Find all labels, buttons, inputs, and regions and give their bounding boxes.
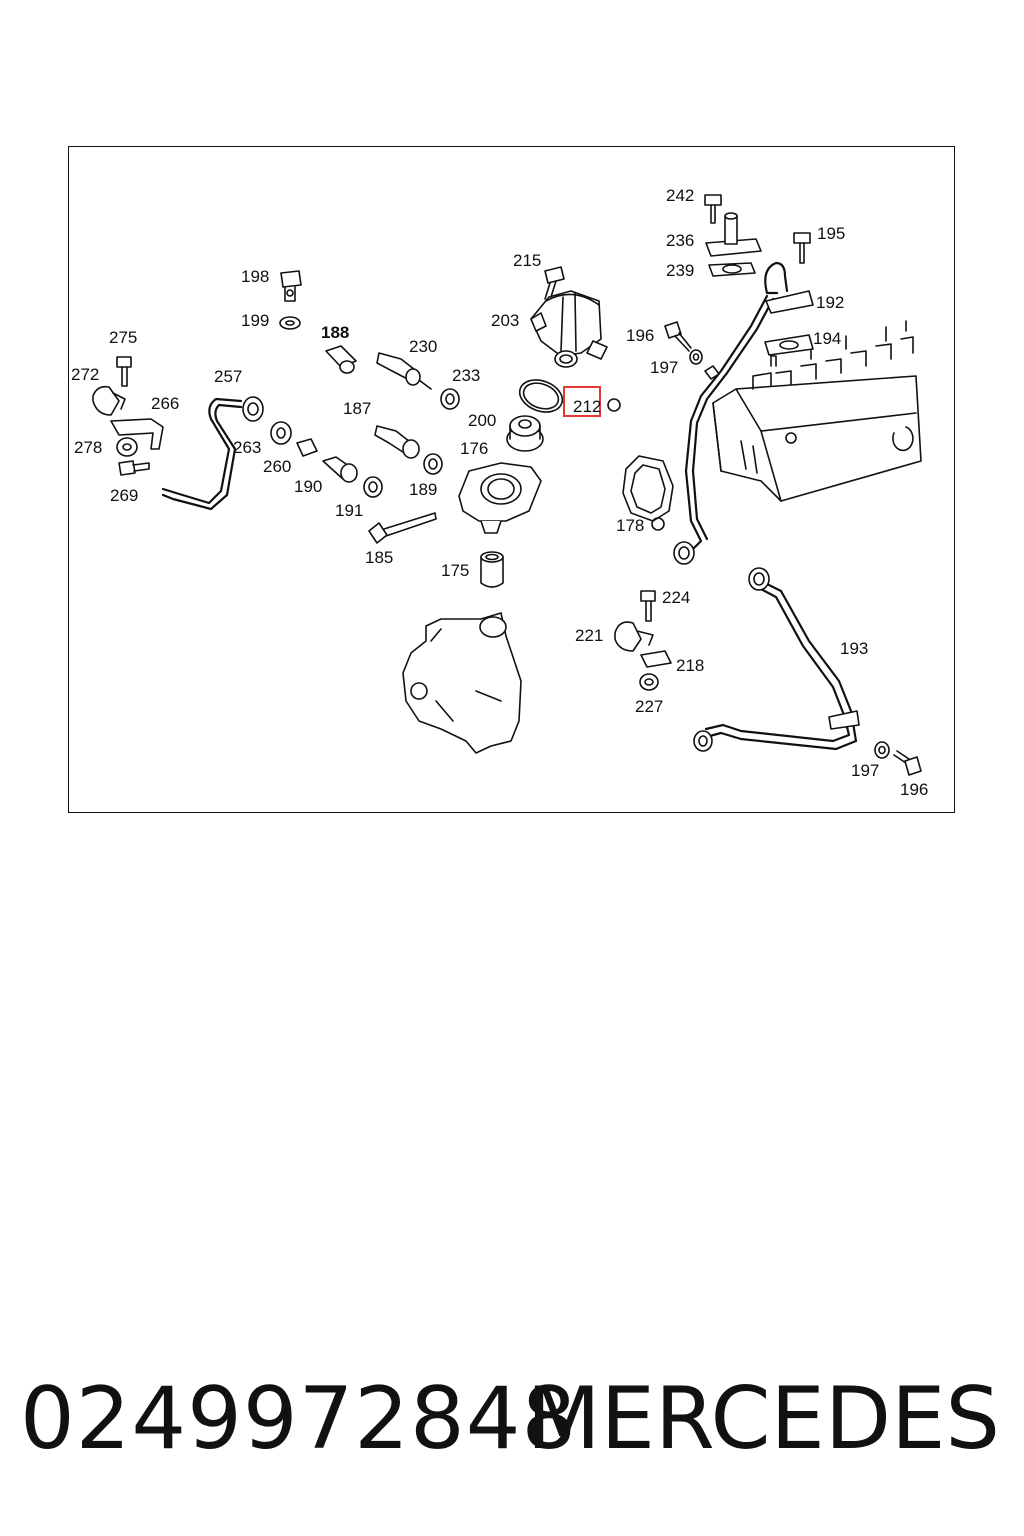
fuel-line-192-drawing (673, 261, 814, 565)
label-185: 185 (365, 548, 393, 567)
label-218: 218 (676, 656, 704, 675)
fuel-line-193-drawing (693, 567, 922, 776)
pump-housing-drawing (402, 612, 522, 754)
highlight-box-212 (563, 386, 601, 417)
label-278: 278 (74, 438, 102, 457)
label-178: 178 (616, 516, 644, 535)
label-191: 191 (335, 501, 363, 520)
label-187: 187 (343, 399, 371, 418)
label-221: 221 (575, 626, 603, 645)
label-224: 224 (662, 588, 690, 607)
fuel-line-257-drawing (161, 396, 264, 511)
label-193: 193 (840, 639, 868, 658)
exploded-parts-diagram: 242 236 239 195 192 215 203 196 194 197 … (71, 186, 928, 799)
label-257: 257 (214, 367, 242, 386)
label-198: 198 (241, 267, 269, 286)
label-175: 175 (441, 561, 469, 580)
label-260: 260 (263, 457, 291, 476)
label-176: 176 (460, 439, 488, 458)
label-203: 203 (491, 311, 519, 330)
cylinder-head-drawing (712, 320, 922, 502)
brand-text: MERCEDES (526, 1369, 1000, 1469)
label-199: 199 (241, 311, 269, 330)
label-212-highlighted: 212 (573, 397, 601, 416)
label-190: 190 (294, 477, 322, 496)
label-197-upper: 197 (650, 358, 678, 377)
label-236: 236 (666, 231, 694, 250)
label-272: 272 (71, 365, 99, 384)
label-194: 194 (813, 329, 841, 348)
label-227: 227 (635, 697, 663, 716)
label-230: 230 (409, 337, 437, 356)
clamp-assembly-right-drawing (614, 590, 672, 691)
label-196-upper: 196 (626, 326, 654, 345)
housing-176-drawing (458, 462, 542, 534)
label-269: 269 (110, 486, 138, 505)
flange-236-239-drawing (704, 194, 814, 356)
parts-diagram-frame: 242 236 239 195 192 215 203 196 194 197 … (68, 146, 955, 813)
banjo-bolt-198-drawing (279, 270, 302, 330)
sleeve-175-drawing (480, 551, 504, 588)
bolt-185-drawing (368, 512, 437, 544)
label-195: 195 (817, 224, 845, 243)
label-200: 200 (468, 411, 496, 430)
label-263: 263 (233, 438, 261, 457)
label-239: 239 (666, 261, 694, 280)
fittings-drawing (270, 345, 460, 498)
label-215: 215 (513, 251, 541, 270)
label-242: 242 (666, 186, 694, 205)
label-196-lower: 196 (900, 780, 928, 799)
part-caption: 0249972848 MERCEDES (0, 1364, 1024, 1474)
part-number-text: 0249972848 (20, 1369, 578, 1469)
label-233: 233 (452, 366, 480, 385)
label-197-lower: 197 (851, 761, 879, 780)
thermostat-200-drawing (506, 415, 544, 452)
gasket-178-drawing (622, 455, 674, 531)
label-189: 189 (409, 480, 437, 499)
label-188: 188 (321, 323, 349, 342)
label-266: 266 (151, 394, 179, 413)
clamp-assembly-left-drawing (92, 356, 164, 476)
label-192: 192 (816, 293, 844, 312)
bolt-196-washer-197-upper-drawing (664, 321, 720, 380)
label-275: 275 (109, 328, 137, 347)
thermostat-housing-203-drawing (518, 266, 621, 413)
